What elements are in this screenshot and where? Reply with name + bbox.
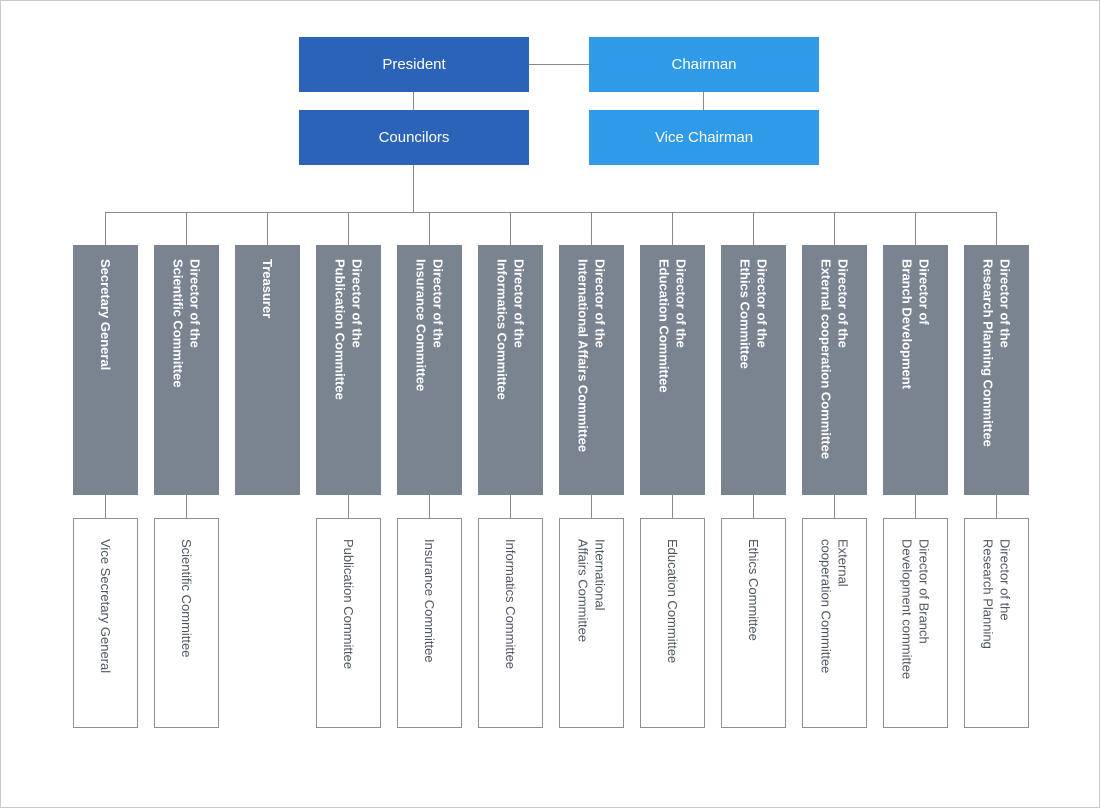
director-label: Director of the Insurance Committee: [413, 259, 446, 392]
chairman-label: Chairman: [671, 56, 737, 73]
director-box: Director of the External cooperation Com…: [802, 245, 867, 495]
committee-label: Director of Branch Development committee: [899, 539, 932, 680]
connector-horizontal-bus: [105, 212, 997, 213]
director-box: Director of the Insurance Committee: [397, 245, 462, 495]
committee-label: Education Committee: [665, 539, 680, 664]
committee-box: Informatics Committee: [478, 518, 543, 728]
connector-bus-drop: [348, 212, 349, 245]
director-box: Treasurer: [235, 245, 300, 495]
committee-label: Ethics Committee: [746, 539, 761, 641]
director-box: Director of the Informatics Committee: [478, 245, 543, 495]
connector-director-committee: [348, 495, 349, 518]
director-label: Director of the Informatics Committee: [494, 259, 527, 400]
chairman-box: Chairman: [589, 37, 819, 92]
connector-bus-drop: [672, 212, 673, 245]
connector-director-committee: [105, 495, 106, 518]
connector-bus-drop: [834, 212, 835, 245]
director-box: Director of the Ethics Committee: [721, 245, 786, 495]
councilors-box: Councilors: [299, 110, 529, 165]
director-label: Treasurer: [260, 259, 275, 319]
connector-bus-drop: [429, 212, 430, 245]
director-box: Director of the Education Committee: [640, 245, 705, 495]
committee-label: Insurance Committee: [422, 539, 437, 663]
connector-chairman-vice: [703, 92, 704, 110]
committee-label: Scientific Committee: [179, 539, 194, 658]
director-label: Director of the Education Committee: [656, 259, 689, 393]
connector-director-committee: [672, 495, 673, 518]
connector-bus-drop: [105, 212, 106, 245]
president-box: President: [299, 37, 529, 92]
connector-bus-drop: [186, 212, 187, 245]
committee-box: Director of Branch Development committee: [883, 518, 948, 728]
director-label: Director of the International Affairs Co…: [575, 259, 608, 453]
committee-box: Ethics Committee: [721, 518, 786, 728]
connector-councilors-bus: [413, 165, 414, 213]
director-label: Director of Branch Development: [899, 259, 932, 390]
connector-director-committee: [429, 495, 430, 518]
director-label: Director of the External cooperation Com…: [818, 259, 851, 460]
connector-director-committee: [186, 495, 187, 518]
connector-director-committee: [996, 495, 997, 518]
committee-box: Insurance Committee: [397, 518, 462, 728]
committee-box: Scientific Committee: [154, 518, 219, 728]
committee-box: External cooperation Committee: [802, 518, 867, 728]
vice-chairman-label: Vice Chairman: [654, 129, 754, 146]
connector-bus-drop: [267, 212, 268, 245]
director-label: Director of the Ethics Committee: [737, 259, 770, 369]
committee-box: Publication Committee: [316, 518, 381, 728]
director-box: Director of the International Affairs Co…: [559, 245, 624, 495]
connector-director-committee: [510, 495, 511, 518]
connector-director-committee: [915, 495, 916, 518]
connector-bus-drop: [510, 212, 511, 245]
connector-director-committee: [753, 495, 754, 518]
director-box: Secretary General: [73, 245, 138, 495]
committee-label: Informatics Committee: [503, 539, 518, 670]
committee-box: International Affairs Committee: [559, 518, 624, 728]
director-box: Director of the Scientific Committee: [154, 245, 219, 495]
connector-bus-drop: [996, 212, 997, 245]
committee-label: Vice Secretary General: [98, 539, 113, 674]
committee-label: Publication Committee: [341, 539, 356, 670]
president-label: President: [382, 56, 446, 73]
director-label: Director of the Publication Committee: [332, 259, 365, 400]
connector-president-chairman: [529, 64, 589, 65]
connector-bus-drop: [591, 212, 592, 245]
director-box: Director of the Research Planning Commit…: [964, 245, 1029, 495]
committee-box: Education Committee: [640, 518, 705, 728]
councilors-label: Councilors: [378, 129, 450, 146]
director-box: Director of Branch Development: [883, 245, 948, 495]
director-box: Director of the Publication Committee: [316, 245, 381, 495]
committee-label: International Affairs Committee: [575, 539, 608, 643]
committee-box: Vice Secretary General: [73, 518, 138, 728]
committee-label: External cooperation Committee: [818, 539, 851, 674]
director-label: Director of the Scientific Committee: [170, 259, 203, 388]
connector-director-committee: [591, 495, 592, 518]
connector-director-committee: [834, 495, 835, 518]
director-label: Director of the Research Planning Commit…: [980, 259, 1013, 447]
committee-box: Director of the Research Planning: [964, 518, 1029, 728]
director-label: Secretary General: [98, 259, 113, 371]
connector-president-councilors: [413, 92, 414, 110]
vice-chairman-box: Vice Chairman: [589, 110, 819, 165]
committee-label: Director of the Research Planning: [980, 539, 1013, 649]
connector-bus-drop: [753, 212, 754, 245]
connector-bus-drop: [915, 212, 916, 245]
